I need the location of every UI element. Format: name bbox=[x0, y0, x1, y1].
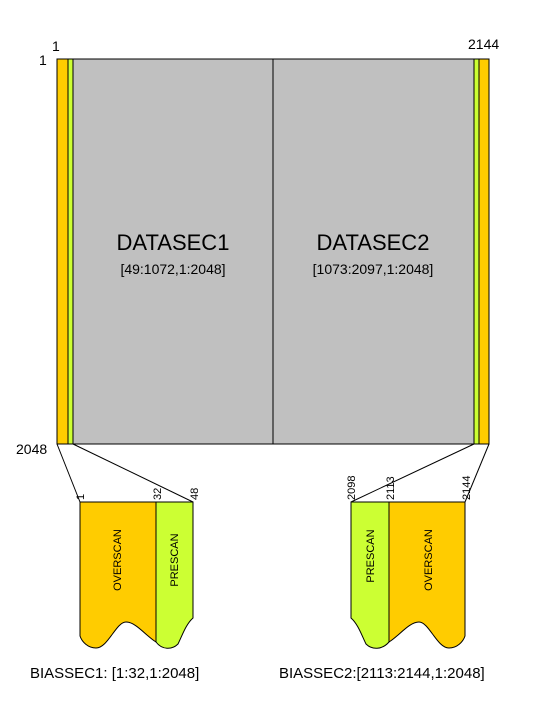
datasec1-range: [49:1072,1:2048] bbox=[120, 261, 225, 277]
biassec2-caption: BIASSEC2:[2113:2144,1:2048] bbox=[279, 665, 485, 682]
left-tick-32: 32 bbox=[152, 488, 164, 500]
zoom-lines-left bbox=[56, 443, 194, 503]
right-overscan-block bbox=[388, 501, 466, 649]
right-tick-2144: 2144 bbox=[461, 476, 473, 500]
right-tick-2098: 2098 bbox=[346, 476, 358, 500]
prescan-strip-right bbox=[473, 58, 480, 445]
right-prescan-block bbox=[350, 501, 390, 649]
top-left-col-label: 1 bbox=[52, 38, 60, 54]
ccd-frame bbox=[56, 58, 490, 445]
bottom-left-row-label: 2048 bbox=[16, 441, 47, 457]
left-overscan-block bbox=[79, 501, 157, 649]
right-bias-detail: PRESCAN OVERSCAN 2098 2113 2144 bbox=[346, 476, 473, 649]
left-prescan-block bbox=[155, 501, 194, 649]
right-tick-2113: 2113 bbox=[385, 476, 397, 500]
zoom-lines-right bbox=[350, 443, 490, 503]
left-overscan-label: OVERSCAN bbox=[112, 529, 124, 591]
left-tick-48: 48 bbox=[189, 488, 201, 500]
datasec1-title: DATASEC1 bbox=[117, 230, 230, 255]
top-right-col-label: 2144 bbox=[468, 36, 499, 52]
left-bias-detail: OVERSCAN PRESCAN 1 32 48 bbox=[75, 488, 201, 649]
overscan-strip-left bbox=[56, 58, 69, 445]
right-overscan-label: OVERSCAN bbox=[423, 529, 435, 591]
datasec2-range: [1073:2097,1:2048] bbox=[313, 261, 434, 277]
biassec1-caption: BIASSEC1: [1:32,1:2048] bbox=[30, 665, 199, 682]
prescan-strip-left bbox=[67, 58, 74, 445]
right-prescan-label: PRESCAN bbox=[365, 529, 377, 582]
left-tick-1: 1 bbox=[75, 494, 87, 500]
top-left-row-label: 1 bbox=[39, 52, 47, 68]
datasec2-title: DATASEC2 bbox=[317, 230, 430, 255]
left-prescan-label: PRESCAN bbox=[169, 533, 181, 586]
overscan-strip-right bbox=[478, 58, 490, 445]
datasec1-region bbox=[72, 58, 274, 445]
